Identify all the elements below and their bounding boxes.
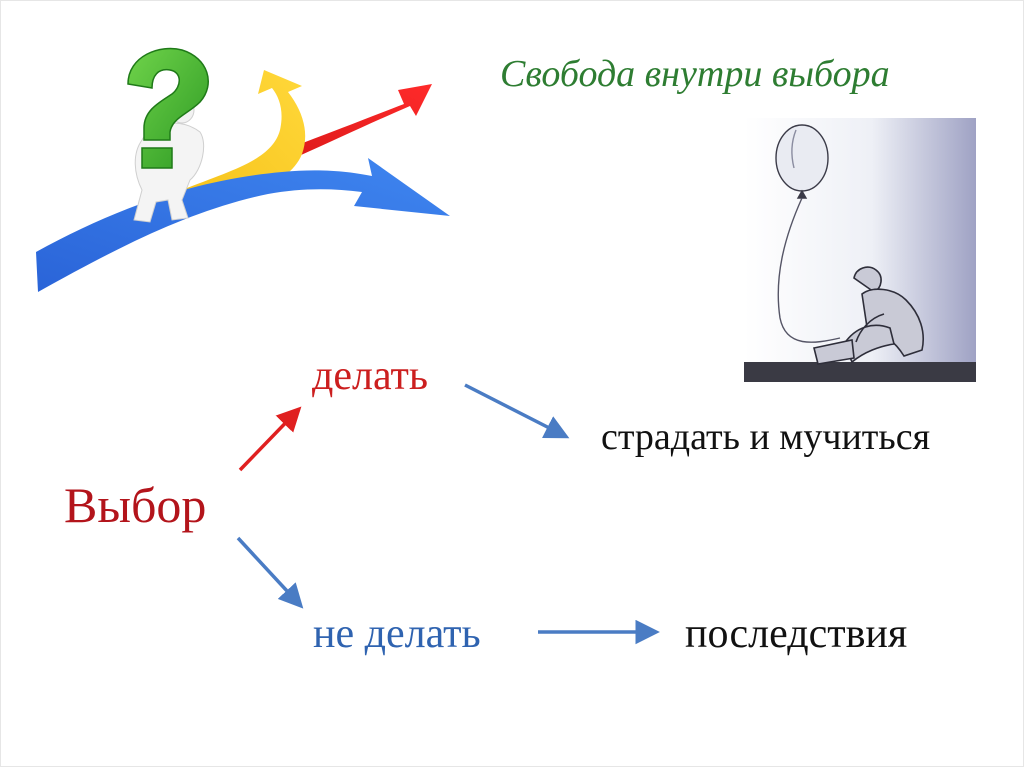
arrow-root-to-not-do xyxy=(236,536,304,609)
question-mark-icon xyxy=(127,47,209,169)
arrow-root-to-do xyxy=(238,406,302,472)
do-node: делать xyxy=(312,353,429,399)
arrow-do-to-suffer xyxy=(464,383,570,439)
balloon-icon xyxy=(775,124,841,343)
crossroads-illustration xyxy=(36,47,450,292)
choice-node: Выбор xyxy=(64,477,207,533)
suffer-outcome-node: страдать и мучиться xyxy=(601,416,931,458)
not-do-node: не делать xyxy=(313,611,481,657)
slide-title: Свобода внутри выбора xyxy=(500,53,890,95)
red-arrow-icon xyxy=(262,84,432,168)
yellow-arrow-icon xyxy=(182,70,306,206)
balloon-sketch-illustration xyxy=(744,118,976,382)
sitting-figure-icon xyxy=(813,266,924,365)
blue-arrow-icon xyxy=(36,158,450,292)
consequences-outcome-node: последствия xyxy=(685,611,908,657)
